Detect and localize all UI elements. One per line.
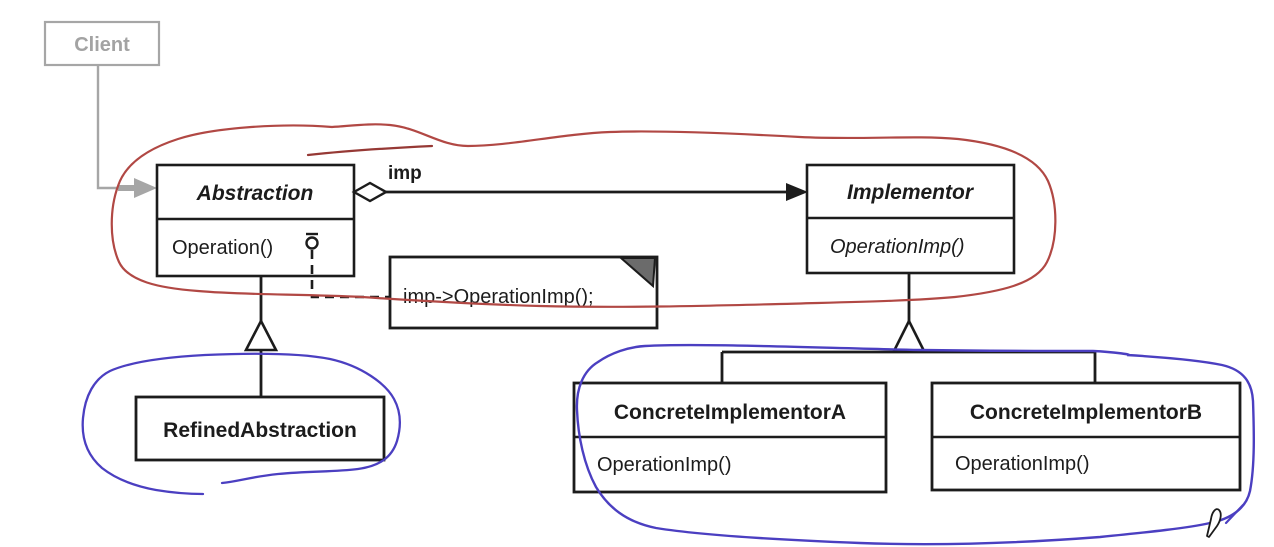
note-anchor-circle-icon <box>305 236 319 250</box>
concrete-implementor-b-title: ConcreteImplementorB <box>970 401 1202 424</box>
red-annotation-circle <box>110 123 1057 308</box>
abstraction-generalization <box>243 276 279 397</box>
red-stroke-main <box>110 123 1057 308</box>
blue-annotation-circle-refined <box>81 352 401 496</box>
client-class: Client <box>43 20 161 67</box>
client-label: Client <box>74 34 130 56</box>
abstraction-class: Abstraction Operation() <box>155 163 356 278</box>
abstraction-box <box>155 163 356 278</box>
generalization-triangle-implementor-icon <box>891 318 927 353</box>
pen-cursor-shape <box>1206 508 1222 538</box>
client-box <box>43 20 161 67</box>
red-stroke-retrace <box>306 144 434 157</box>
generalization-triangle-icon <box>243 318 279 352</box>
concrete-implementor-a-title: ConcreteImplementorA <box>614 401 846 424</box>
blue-stroke-cross-tick <box>1224 503 1245 525</box>
client-arrowhead-icon <box>134 178 157 198</box>
association-arrowhead-icon <box>786 183 808 201</box>
client-association-line <box>96 65 134 190</box>
refined-abstraction-class: RefinedAbstraction <box>134 395 386 462</box>
concrete-implementor-a-method: OperationImp() <box>597 454 732 476</box>
refined-abstraction-title: RefinedAbstraction <box>163 419 357 442</box>
implementor-generalization <box>720 273 1097 383</box>
note: imp->OperationImp(); <box>388 255 659 330</box>
note-box <box>388 255 659 330</box>
implementor-method: OperationImp() <box>830 236 965 258</box>
refined-abstraction-box <box>134 395 386 462</box>
client-association-connector <box>96 65 157 198</box>
imp-association-label: imp <box>388 163 422 184</box>
concrete-implementor-b-method: OperationImp() <box>955 453 1090 475</box>
concrete-implementor-a-class: ConcreteImplementorA OperationImp() <box>572 381 888 494</box>
concrete-implementor-b-class: ConcreteImplementorB OperationImp() <box>930 381 1242 492</box>
abstraction-method: Operation() <box>172 237 273 259</box>
implementor-class: Implementor OperationImp() <box>805 163 1016 275</box>
abstraction-title: Abstraction <box>196 182 314 205</box>
aggregation-diamond-icon <box>351 181 389 203</box>
pen-cursor-icon <box>1206 508 1222 538</box>
blue-stroke-refined <box>81 352 401 496</box>
implementor-title: Implementor <box>847 181 975 204</box>
note-folded-corner-icon <box>618 257 657 289</box>
imp-association: imp <box>351 163 808 203</box>
